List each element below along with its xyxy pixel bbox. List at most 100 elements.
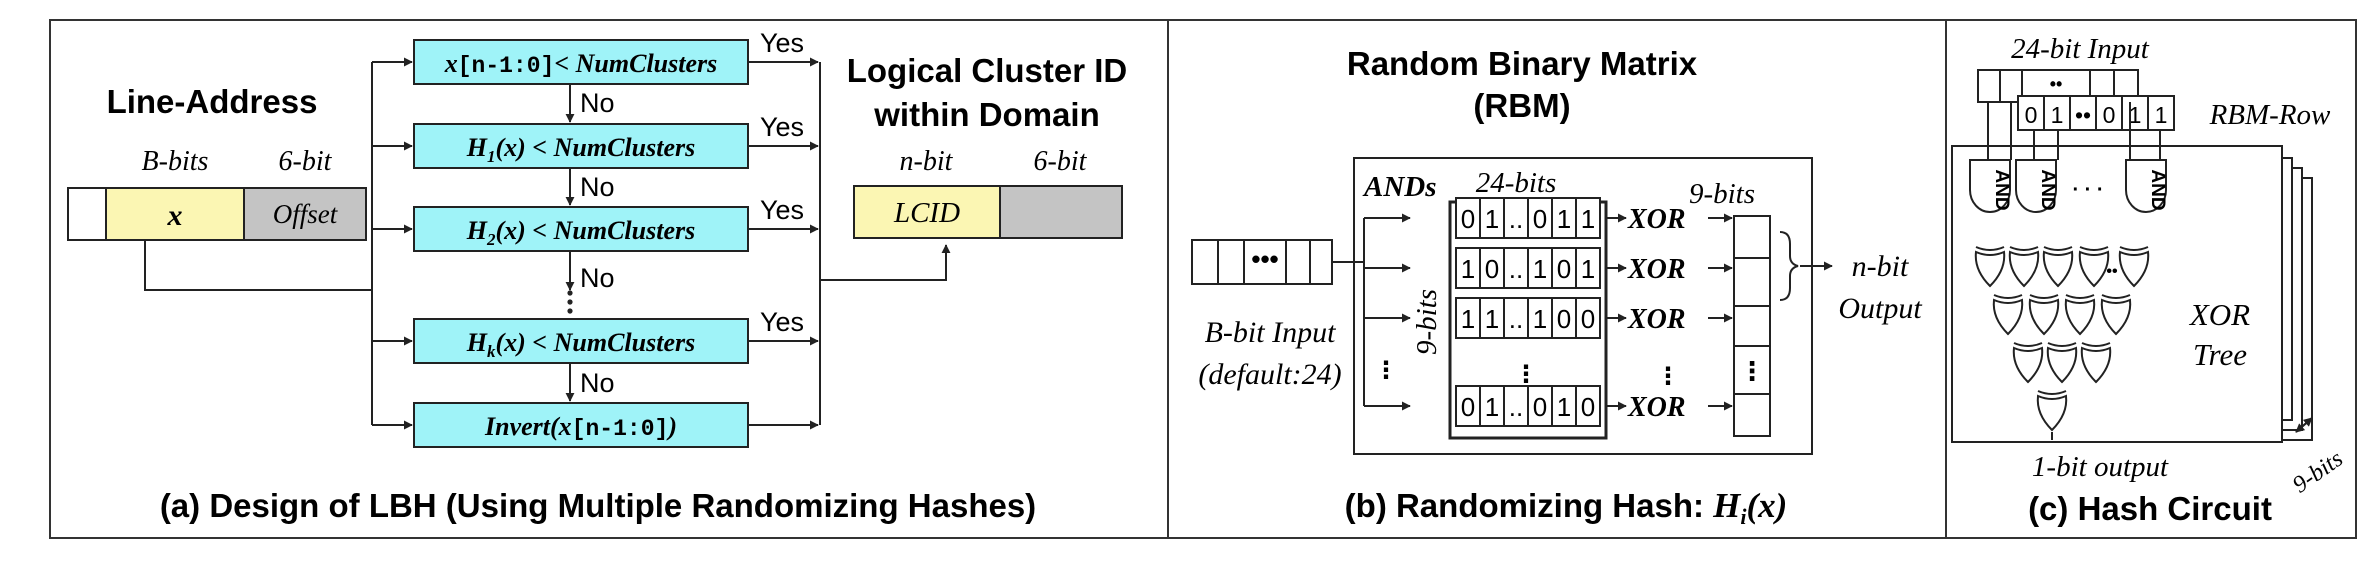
invert-box [413, 402, 749, 448]
rbm-row-bit: 1 [2129, 102, 2142, 128]
rbm-cell: .. [1509, 204, 1523, 234]
x-wire [144, 240, 372, 291]
rbm-cell: 1 [1485, 304, 1499, 334]
ands-box [1353, 157, 1813, 455]
xor-label: XOR [1627, 254, 1686, 285]
output-brace [1779, 231, 1799, 301]
and-gate-label-3: AND [2147, 169, 2168, 210]
check-box-h2 [413, 206, 749, 252]
lcid-wire [820, 244, 951, 281]
no-label-3: No [580, 263, 615, 293]
panel-b: Random Binary Matrix (RBM) ••• B-bit Inp… [1191, 45, 1922, 529]
no-label-1: No [580, 88, 615, 118]
lcid-field [853, 185, 1001, 239]
xor-label: XOR [1627, 204, 1686, 235]
no-label-2: No [580, 172, 615, 202]
lcid-title-line1: Logical Cluster ID [847, 52, 1128, 89]
rbm-row-bit: 0 [2025, 102, 2038, 128]
yes-label-3: Yes [760, 195, 804, 225]
check-box-hk-label: Hk(x) < NumClusters [466, 328, 695, 361]
output-label-line1: n-bit [1852, 250, 1909, 283]
rbm-cell: .. [1509, 304, 1523, 334]
svg-text:⋮: ⋮ [1374, 357, 1398, 384]
b-bits-label: B-bits [142, 146, 209, 177]
one-bit-output-label: 1-bit output [2032, 451, 2169, 483]
no-label-4: No [580, 368, 615, 398]
input-label-line2: (default:24) [1198, 358, 1341, 391]
rbm-cell: 0 [1461, 204, 1475, 234]
addr-leading-cell [67, 187, 107, 241]
svg-text:••: •• [2050, 74, 2063, 94]
xor-tree-label-line1: XOR [2188, 297, 2250, 332]
rbm-cell: 0 [1557, 304, 1571, 334]
yes-label-1: Yes [760, 28, 804, 58]
check-box-h1 [413, 123, 749, 169]
invert-box-label: Invert(x[n-1:0]) [484, 412, 677, 442]
input-24bit-label: 24-bit Input [2011, 33, 2150, 65]
rbm-row-bit: •• [2075, 102, 2091, 128]
lcid-title-line2: within Domain [873, 96, 1100, 133]
rbm-row-bit: 1 [2155, 102, 2168, 128]
bits9-top-label: 9-bits [1689, 178, 1755, 210]
bits9-side-label: 9-bits [1411, 289, 1443, 355]
check-box-identity-label: x[n-1:0]< NumClusters [444, 49, 718, 79]
rbm-cell: 0 [1485, 254, 1499, 284]
panel-c-border [1945, 19, 2357, 539]
rbm-cell: 1 [1533, 254, 1547, 284]
svg-text:•••: ••• [1251, 244, 1278, 274]
rbm-cell: 0 [1557, 254, 1571, 284]
check-box-hk [413, 318, 749, 364]
xor-rows: XOR XOR XOR XOR [1606, 204, 1733, 423]
rbm-cell: 1 [1485, 204, 1499, 234]
output-label-line2: Output [1838, 292, 1922, 325]
check-box-h1-label: H1(x) < NumClusters [466, 133, 695, 166]
xor-label: XOR [1627, 304, 1686, 335]
rbm-cell: 1 [1461, 304, 1475, 334]
rbm-cell: 1 [1581, 204, 1595, 234]
bits24-label: 24-bits [1476, 167, 1557, 199]
and-gate-label-2: AND [2037, 169, 2058, 210]
offset-label: Offset [273, 199, 339, 229]
n-bit-label: n-bit [900, 146, 954, 177]
panel-c-caption: (c) Hash Circuit [2028, 490, 2272, 527]
addr-x-field [105, 187, 245, 241]
svg-text:· · ·: · · · [2072, 179, 2103, 201]
check-box-h2-label: H2(x) < NumClusters [466, 216, 695, 249]
xor-tree: •• [1974, 246, 2150, 440]
rbm-cell: 1 [1461, 254, 1475, 284]
rbm-row-bit: 0 [2103, 102, 2116, 128]
xor-label: XOR [1627, 392, 1686, 423]
line-address-title: Line-Address [107, 83, 318, 120]
panel-a-caption: (a) Design of LBH (Using Multiple Random… [160, 487, 1036, 524]
rbm-cell: 0 [1533, 204, 1547, 234]
rbm-row-bit: 1 [2051, 102, 2064, 128]
addr-offset-field [243, 187, 367, 241]
panel-b-caption: (b) Randomizing Hash: Hi(x) [1345, 486, 1788, 529]
and-gate-label-1: AND [1991, 169, 2012, 210]
rbm-cell: 0 [1533, 392, 1547, 422]
lcid-offset-field [999, 185, 1123, 239]
rbm-title-line1: Random Binary Matrix [1347, 45, 1698, 82]
check-box-identity [413, 39, 749, 85]
rbm-cell: 1 [1533, 304, 1547, 334]
yes-label-2: Yes [760, 112, 804, 142]
rbm-cell: 1 [1485, 392, 1499, 422]
svg-text:⋮: ⋮ [1656, 363, 1680, 390]
yes-label-4: Yes [760, 307, 804, 337]
rbm-title-line2: (RBM) [1473, 87, 1570, 124]
rbm-cell: 1 [1581, 254, 1595, 284]
lcid-six-bit-label: 6-bit [1034, 146, 1088, 177]
svg-text:••: •• [2106, 263, 2118, 280]
x-label: x [167, 199, 183, 232]
rbm-cell: 0 [1581, 392, 1595, 422]
rbm-cell: 1 [1557, 204, 1571, 234]
panel-a: Line-Address B-bits 6-bit x Offset x[n-1… [67, 28, 1128, 524]
rbm-cell: 0 [1461, 392, 1475, 422]
rbm-cell: 0 [1581, 304, 1595, 334]
lcid-label: LCID [893, 197, 960, 229]
xor-tree-label-line2: Tree [2193, 337, 2247, 372]
